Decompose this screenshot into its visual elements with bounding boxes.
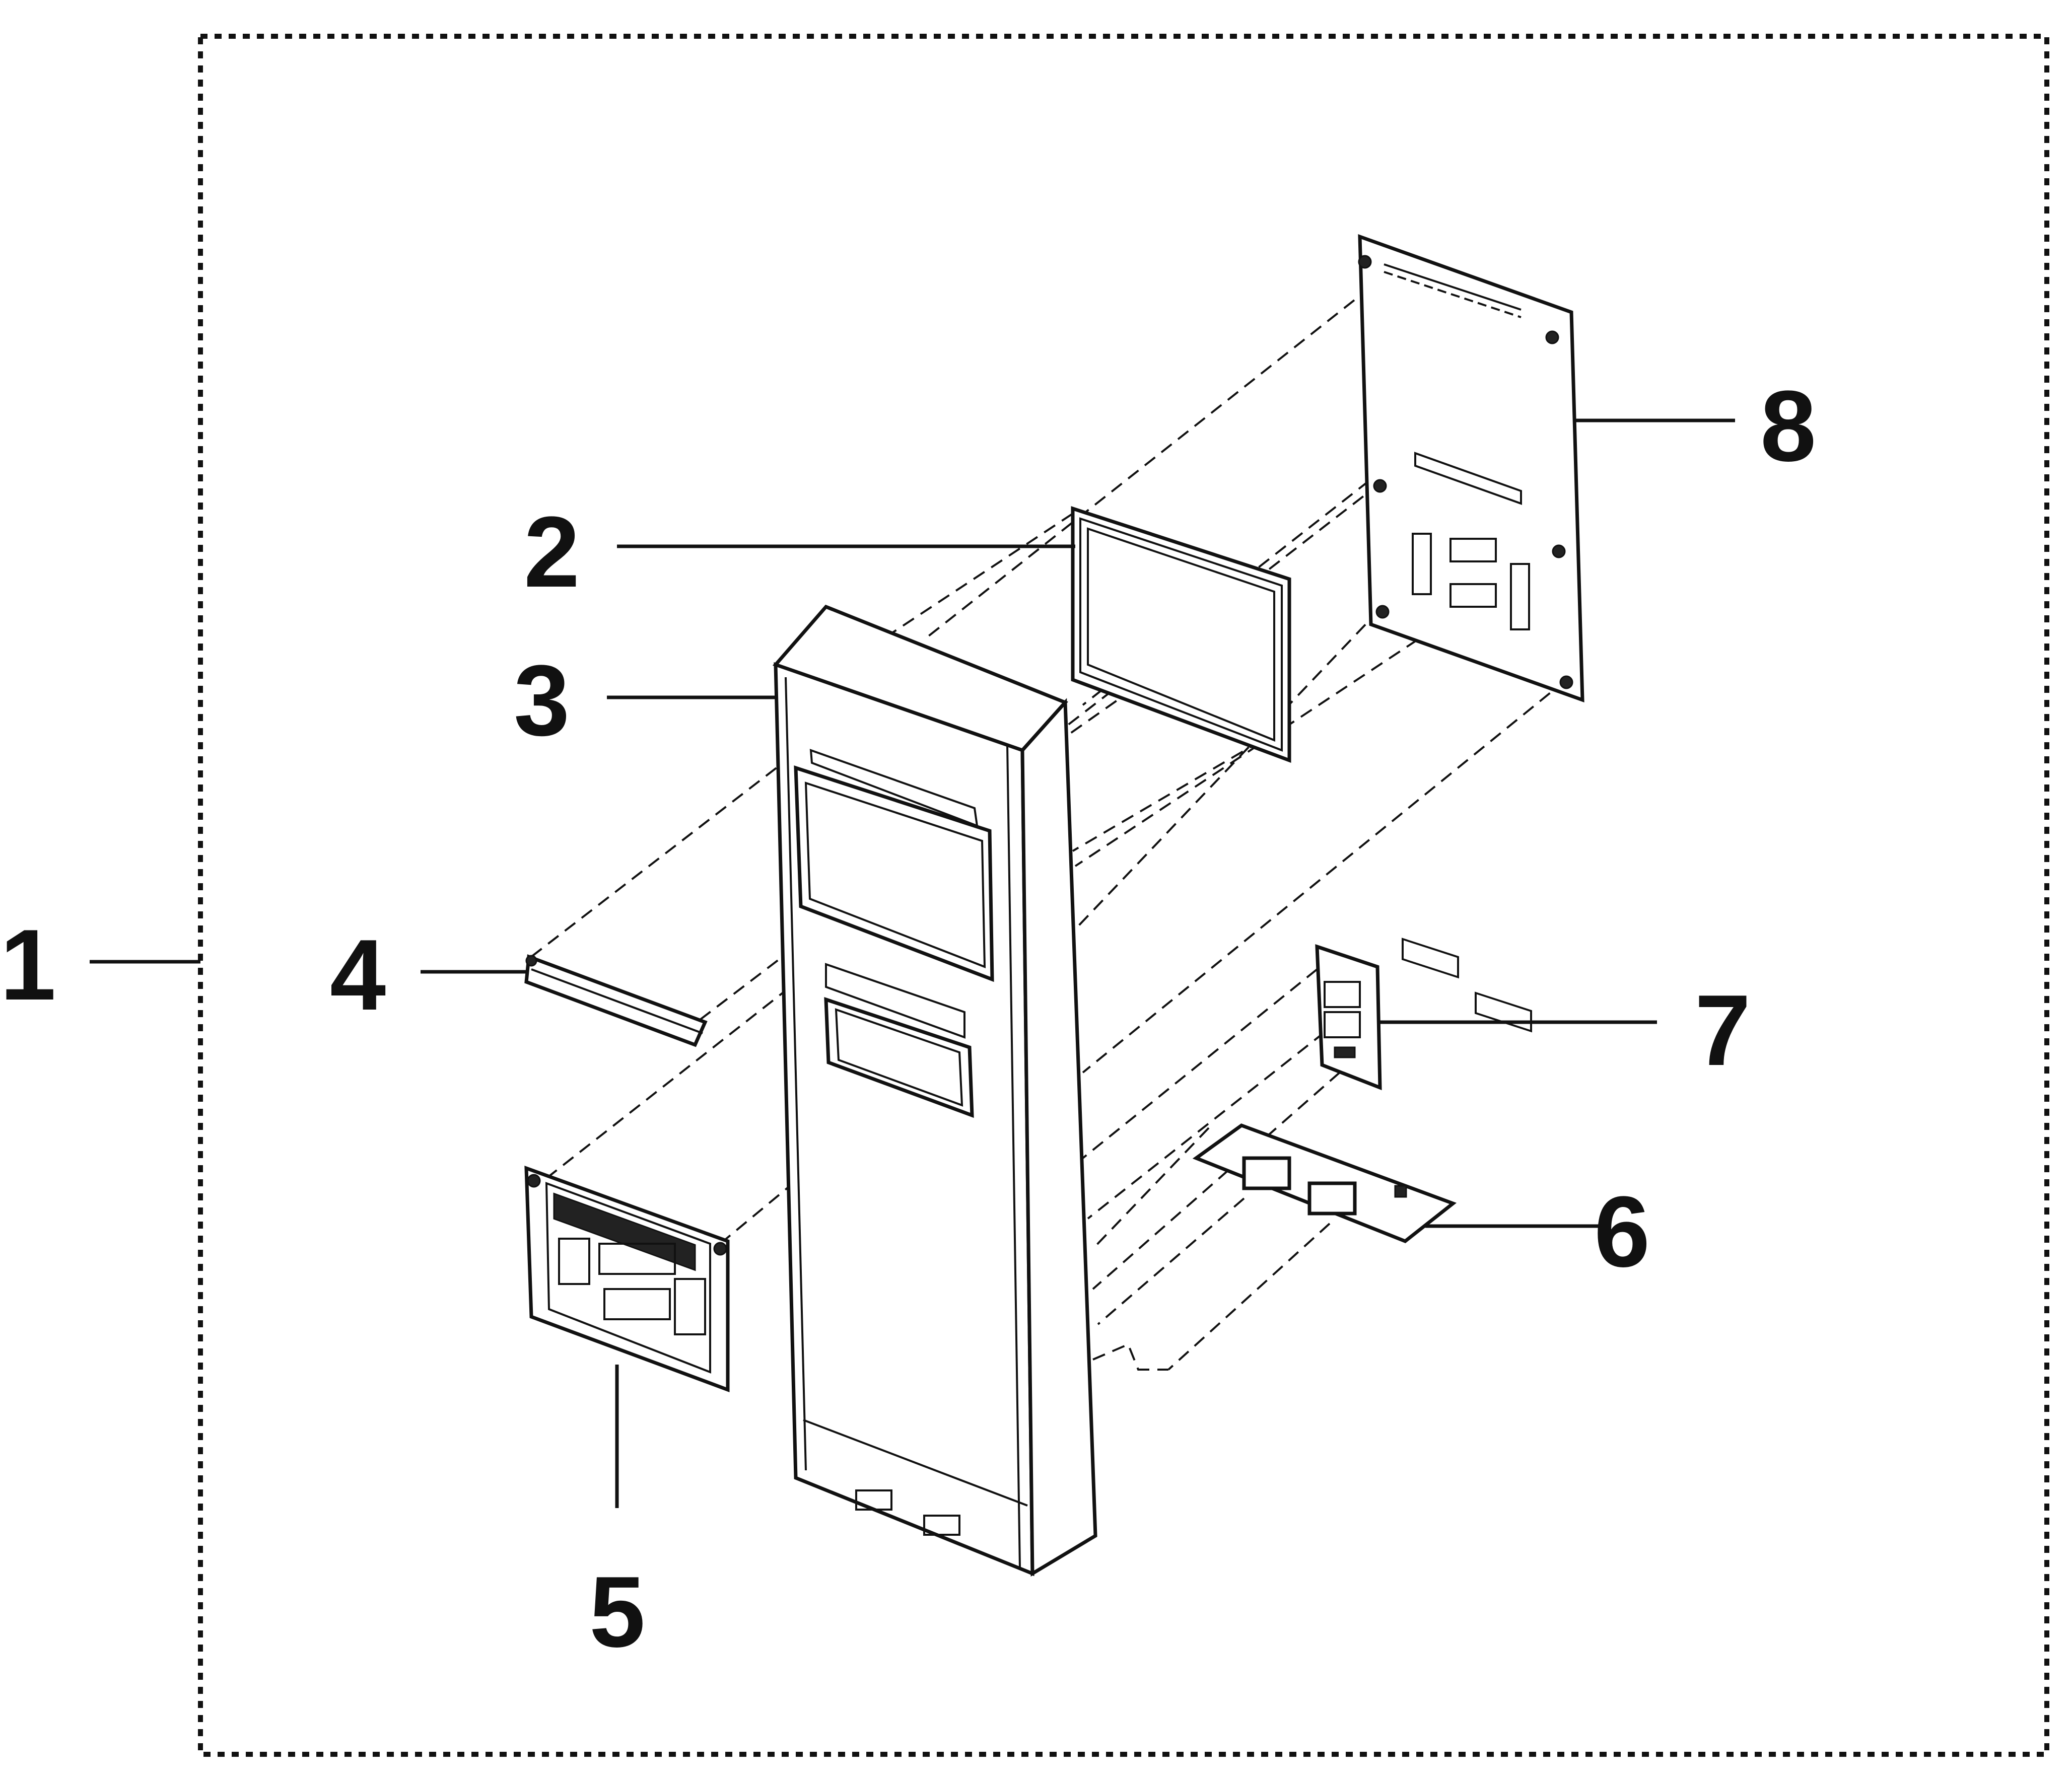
- part-7-switch-module: [1315, 944, 1382, 1091]
- leader-lines: [90, 418, 1735, 1508]
- callout-1: 1: [0, 909, 56, 1021]
- callout-4: 4: [330, 919, 386, 1031]
- part-8-control-board: [1358, 234, 1584, 1033]
- assembly-boundary: [198, 34, 2049, 1757]
- part-5-keypad: [524, 1165, 730, 1393]
- part-6-aux-board: [1192, 1123, 1457, 1243]
- callout-6: 6: [1594, 1176, 1650, 1288]
- part-4-trim-strip: [524, 954, 708, 1047]
- part-2-display-window: [1071, 506, 1291, 763]
- callout-3: 3: [514, 645, 570, 757]
- part-3-front-panel: [772, 604, 1097, 1577]
- callout-7: 7: [1695, 974, 1751, 1087]
- callout-8: 8: [1760, 370, 1816, 482]
- callout-2: 2: [524, 496, 580, 608]
- callout-5: 5: [589, 1556, 645, 1668]
